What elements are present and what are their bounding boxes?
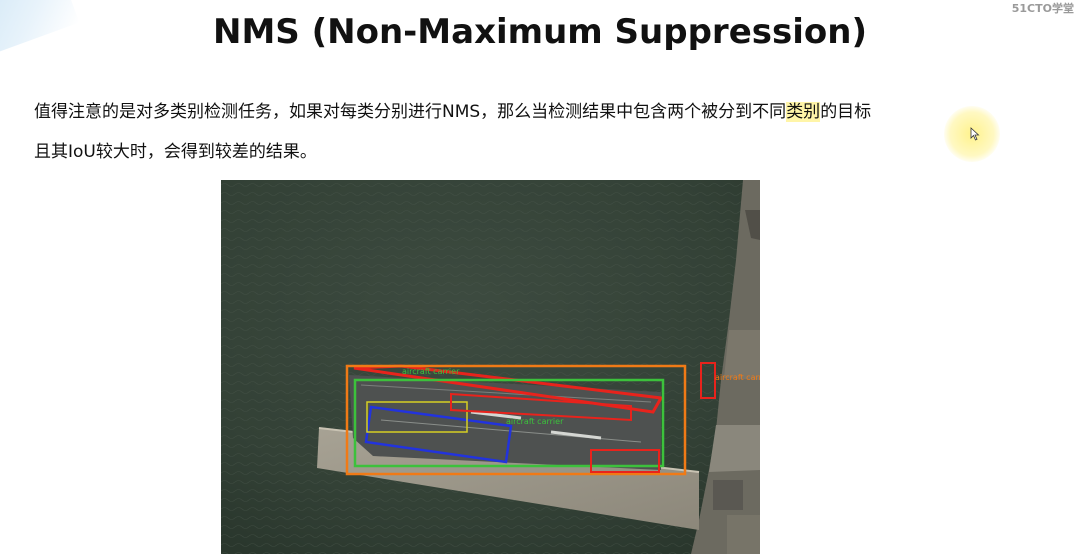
highlighted-text: 类别	[786, 102, 821, 122]
description-paragraph: 值得注意的是对多类别检测任务，如果对每类分别进行NMS，那么当检测结果中包含两个…	[34, 92, 1064, 172]
slide-title: NMS (Non-Maximum Suppression)	[213, 12, 867, 52]
label-aircraft-carrier: aircraft carrier	[402, 367, 460, 376]
satellite-image-svg: aircraft carrier aircraft carrier aircra…	[221, 180, 760, 554]
label-aircraft-carrier: aircraft carrier	[506, 417, 564, 426]
shore-building	[745, 210, 760, 240]
deck-line	[360, 384, 652, 403]
shore-building	[709, 425, 760, 472]
shore-building	[724, 330, 760, 380]
mouse-cursor-icon	[970, 127, 980, 141]
deck-marking	[470, 410, 522, 420]
paragraph-line-1: 值得注意的是对多类别检测任务，如果对每类分别进行NMS，那么当检测结果中包含两个…	[34, 92, 1064, 132]
deck-marking	[550, 430, 602, 440]
paragraph-line-1-end: 的目标	[820, 102, 872, 122]
detection-labels: aircraft carrier aircraft carrier aircra…	[402, 367, 760, 426]
box-green	[353, 378, 665, 468]
satellite-image: aircraft carrier aircraft carrier aircra…	[221, 180, 760, 554]
detection-boxes	[345, 362, 716, 476]
box-orange	[345, 364, 687, 476]
carrier-deck	[349, 375, 661, 470]
shore-building	[713, 480, 743, 510]
paragraph-line-1-text: 值得注意的是对多类别检测任务，如果对每类分别进行NMS，那么当检测结果中包含两个…	[34, 102, 787, 122]
box-red-small	[590, 449, 660, 473]
box-red-shore	[700, 362, 716, 399]
shore-building	[727, 515, 760, 554]
watermark-logo: 51CTO学堂	[1011, 2, 1074, 15]
paragraph-line-2: 且其IoU较大时，会得到较差的结果。	[34, 142, 317, 162]
label-aircraft-carrier: aircraft carrier	[715, 373, 760, 382]
box-red-inner	[450, 392, 632, 422]
box-yellow	[366, 401, 468, 433]
